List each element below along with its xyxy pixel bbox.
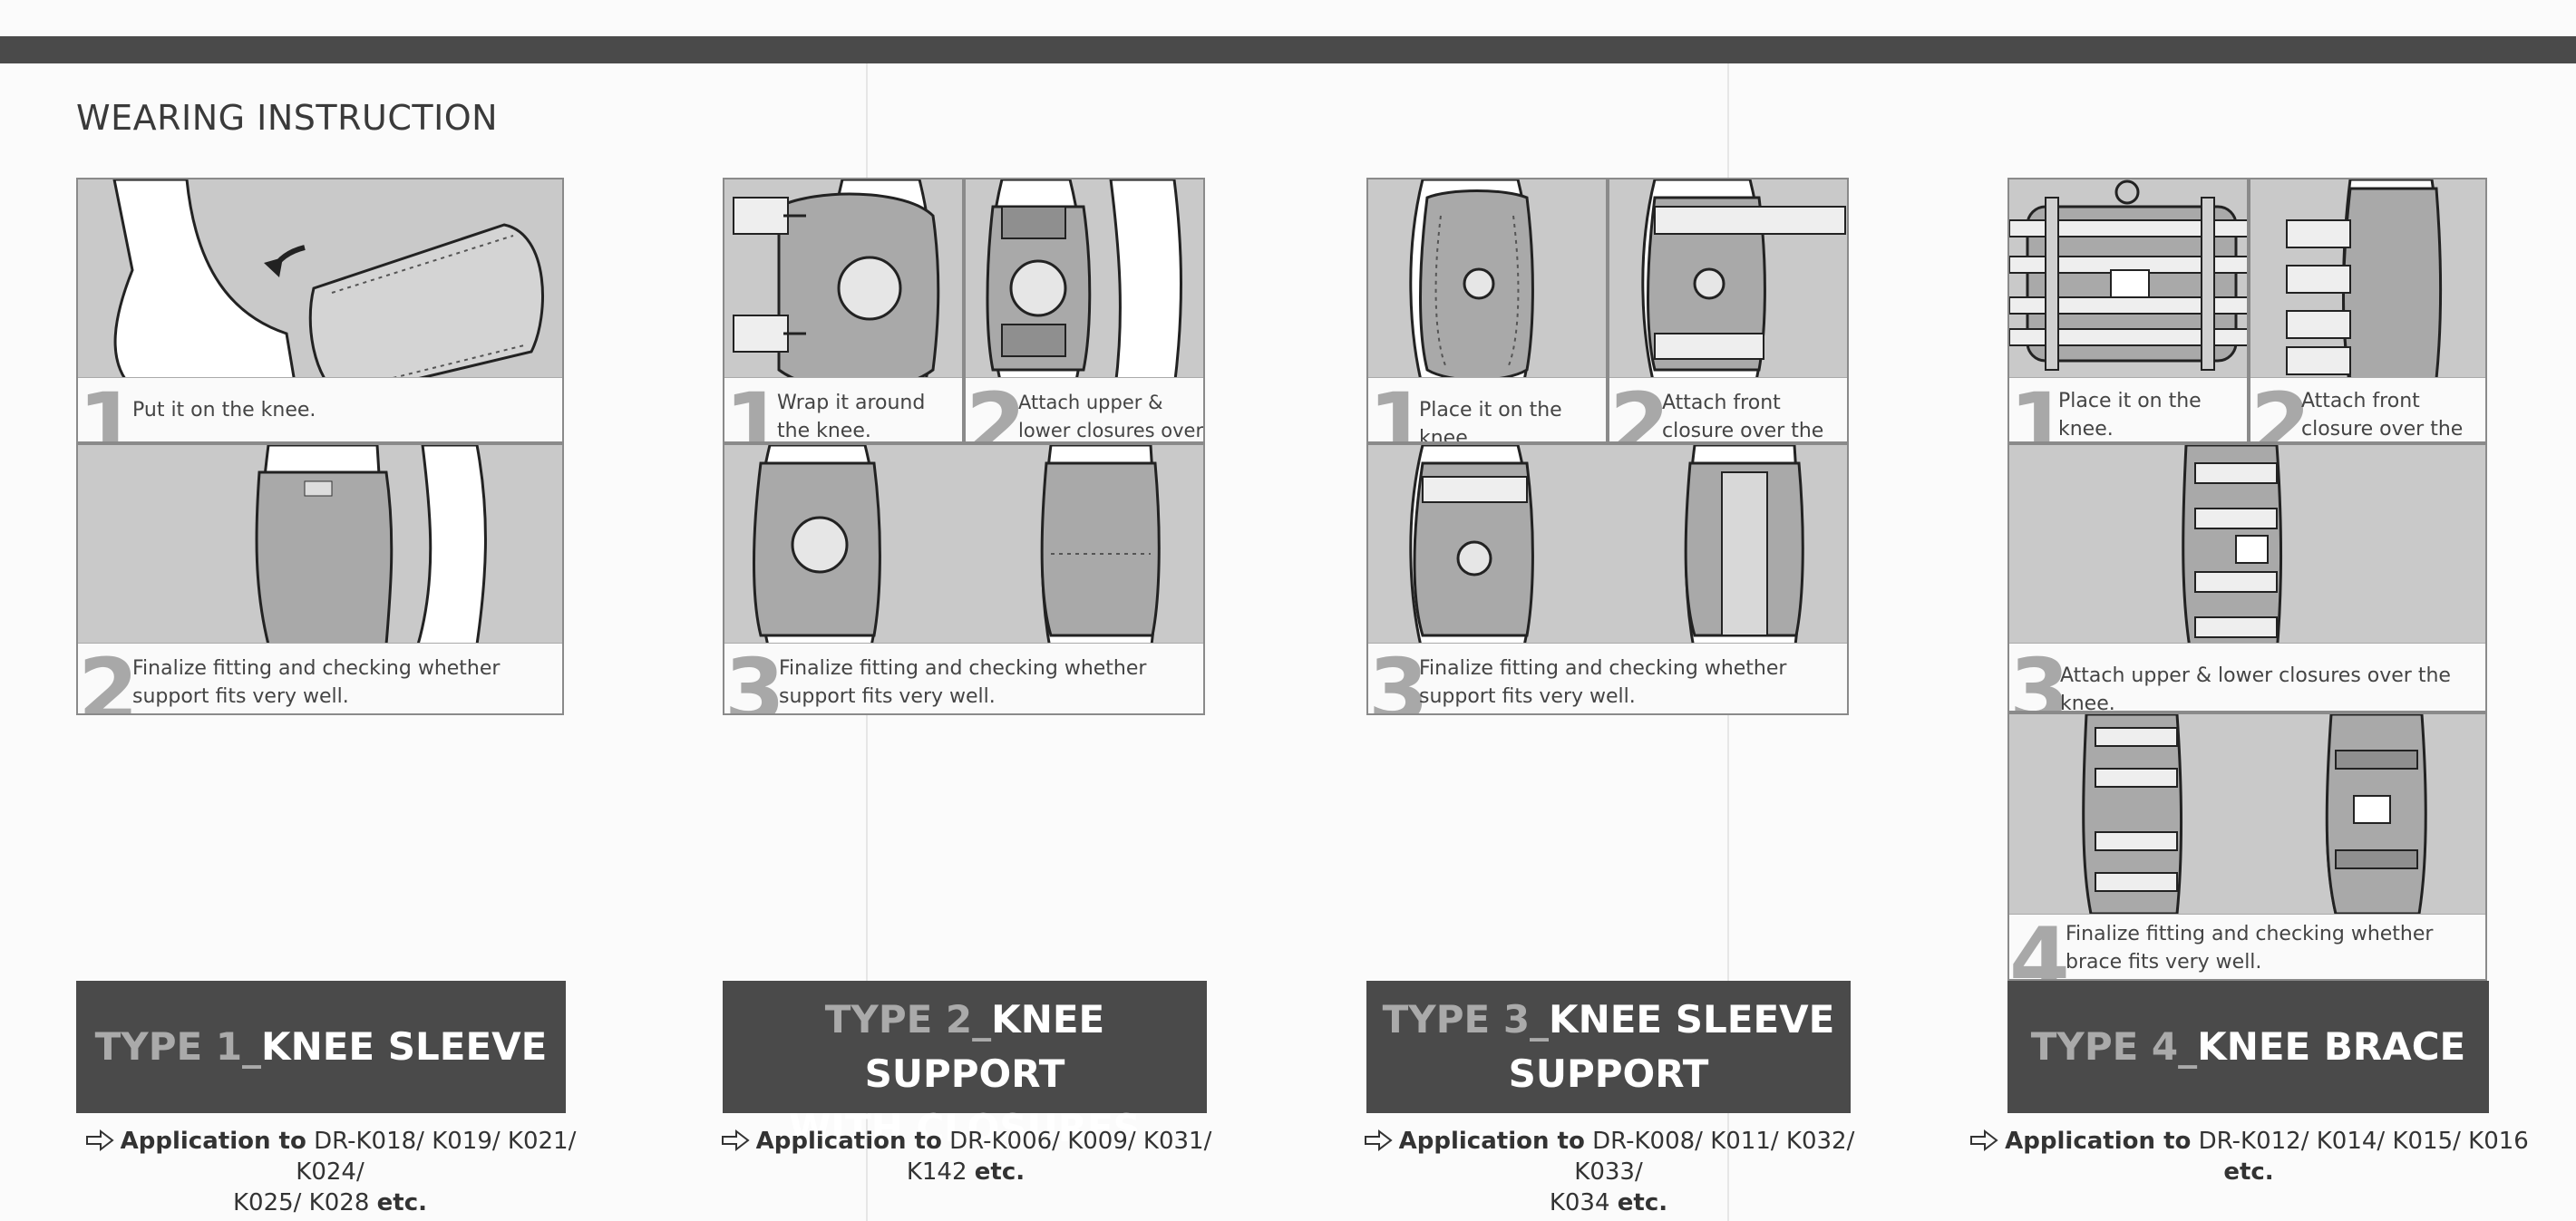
- application-label: Application to: [120, 1128, 306, 1155]
- step-caption: 1 Wrap it around the knee.: [724, 374, 962, 443]
- type-name-line2: SUPPORT: [1508, 1051, 1709, 1096]
- step-number: 1: [1368, 374, 1429, 443]
- brace-front-illustration: [2286, 179, 2443, 390]
- model-list: DR-K008/ K011/ K032/ K033/: [1574, 1128, 1855, 1186]
- type2-application: Application to DR-K006/ K009/ K031/ K142…: [698, 1126, 1233, 1187]
- type4-step3-panel: 3 Attach upper & lower closures over the…: [2007, 443, 2487, 712]
- type3-step3-panel: 3 Finalize fitting and checking whether …: [1366, 443, 1849, 715]
- type-prefix: TYPE 4_: [2030, 1024, 2198, 1069]
- step-caption: 2 Attach front closure over the knee.: [1609, 374, 1847, 443]
- step-number: 2: [2250, 374, 2311, 443]
- step-number: 2: [1609, 374, 1670, 443]
- type-name-line2: WITH CLOSURES: [789, 1106, 1141, 1150]
- application-label: Application to: [755, 1128, 942, 1155]
- type2-step1-panel: 1 Wrap it around the knee.: [723, 178, 964, 443]
- step-text: Put it on the knee.: [132, 399, 316, 422]
- step-caption: 2 Finalize fitting and checking whether …: [78, 640, 562, 715]
- etc-label: etc.: [974, 1158, 1026, 1186]
- etc-label: etc.: [1617, 1189, 1668, 1216]
- step-number: 2: [78, 640, 139, 715]
- arrow-right-outline-icon: [1364, 1129, 1393, 1152]
- model-list-cont: K034: [1549, 1189, 1610, 1216]
- type4-banner: TYPE 4_KNEE BRACE: [2007, 981, 2489, 1113]
- step-caption: 3 Attach upper & lower closures over the…: [2009, 640, 2485, 712]
- etc-label: etc.: [2223, 1158, 2274, 1186]
- step-text: Finalize fitting and checking whether su…: [1419, 657, 1787, 708]
- step-text: Attach front closure over the knee.: [2301, 390, 2464, 441]
- type1-banner: TYPE 1_KNEE SLEEVE: [76, 981, 566, 1113]
- brace-open-illustration: [2009, 179, 2247, 371]
- step-text: Wrap it around the knee.: [777, 392, 926, 442]
- type-name: KNEE SLEEVE: [261, 1024, 548, 1069]
- application-label: Application to: [1398, 1128, 1585, 1155]
- type1-application: Application to DR-K018/ K019/ K021/ K024…: [76, 1126, 584, 1218]
- top-bar: [0, 36, 2576, 63]
- step-number: 3: [1368, 640, 1429, 715]
- type4-step1-panel: 1 Place it on the knee.: [2007, 178, 2249, 443]
- arrow-right-outline-icon: [721, 1129, 750, 1152]
- type-name: KNEE BRACE: [2197, 1024, 2466, 1069]
- step-number: 1: [78, 374, 139, 443]
- type2-step2-panel: 2 Attach upper & lower closures over the…: [964, 178, 1205, 443]
- step-caption: 1 Place it on the knee.: [2009, 374, 2247, 443]
- knee-sleeve-illustration: [255, 445, 487, 646]
- model-list: DR-K018/ K019/ K021/ K024/: [296, 1128, 577, 1186]
- type3-application: Application to DR-K008/ K011/ K032/ K033…: [1355, 1126, 1862, 1218]
- arrow-right-outline-icon: [85, 1129, 114, 1152]
- step-caption: 1 Put it on the knee.: [78, 374, 562, 443]
- type4-step2-panel: 2 Attach front closure over the knee.: [2249, 178, 2487, 443]
- arrow-right-outline-icon: [1970, 1129, 1998, 1152]
- type-prefix: TYPE 3_: [1382, 997, 1550, 1042]
- step-number: 3: [724, 640, 785, 715]
- etc-label: etc.: [376, 1189, 427, 1216]
- brace-final-illustration: [2082, 714, 2427, 916]
- brace-closures-illustration: [2182, 445, 2283, 655]
- step-number: 4: [2009, 909, 2070, 981]
- type1-step2-panel: 2 Finalize fitting and checking whether …: [76, 443, 564, 715]
- step-caption: 4 Finalize fitting and checking whether …: [2009, 909, 2485, 981]
- step-number: 2: [966, 374, 1026, 443]
- type3-step1-panel: 1 Place it on the knee.: [1366, 178, 1608, 443]
- type4-application: Application to DR-K012/ K014/ K015/ K016…: [1968, 1126, 2530, 1187]
- type-prefix: TYPE 2_: [824, 997, 992, 1042]
- step-caption: 2 Attach upper & lower closures over the…: [966, 374, 1204, 443]
- step-text: Attach upper & lower closures over the k…: [2060, 664, 2451, 712]
- type3-banner: TYPE 3_KNEE SLEEVE SUPPORT: [1366, 981, 1851, 1113]
- step-caption: 3 Finalize fitting and checking whether …: [724, 640, 1203, 715]
- model-list: DR-K006/ K009/ K031/ K142: [906, 1128, 1212, 1186]
- front-closure-illustration: [1641, 179, 1846, 390]
- step-caption: 3 Finalize fitting and checking whether …: [1368, 640, 1847, 715]
- step-number: 1: [724, 374, 785, 443]
- step-caption: 2 Attach front closure over the knee.: [2250, 374, 2485, 443]
- step-text: Place it on the knee.: [1419, 399, 1562, 443]
- type-prefix: TYPE 1_: [94, 1024, 262, 1069]
- page-title: WEARING INSTRUCTION: [76, 98, 499, 138]
- type3-step2-panel: 2 Attach front closure over the knee.: [1608, 178, 1849, 443]
- type1-step1-panel: 1 Put it on the knee.: [76, 178, 564, 443]
- step-text: Finalize fitting and checking whether su…: [132, 657, 501, 708]
- step-text: Finalize fitting and checking whether br…: [2066, 923, 2434, 974]
- closures-illustration: [986, 179, 1182, 390]
- type2-banner: TYPE 2_KNEE SUPPORT WITH CLOSURES: [723, 981, 1207, 1150]
- type-name: KNEE SUPPORT: [864, 997, 1105, 1096]
- type2-step3-panel: 3 Finalize fitting and checking whether …: [723, 443, 1205, 715]
- step-number: 1: [2009, 374, 2070, 443]
- foot-sleeve-illustration: [112, 179, 544, 399]
- model-list: DR-K012/ K014/ K015/ K016: [2198, 1128, 2529, 1155]
- step-text: Place it on the knee.: [2058, 390, 2202, 441]
- step-text: Finalize fitting and checking whether su…: [779, 657, 1147, 708]
- step-number: 3: [2009, 640, 2070, 712]
- sleeve-support-illustration: [1409, 179, 1534, 390]
- step-text: Attach front closure over the knee.: [1662, 392, 1824, 442]
- model-list-cont: K025/ K028: [232, 1189, 370, 1216]
- application-label: Application to: [2005, 1128, 2192, 1155]
- type4-step4-panel: 4 Finalize fitting and checking whether …: [2007, 712, 2487, 981]
- final-fit-illustration: [1409, 445, 1804, 655]
- step-text: Attach upper & lower closures over the k…: [1018, 392, 1204, 441]
- step-caption: 1 Place it on the knee.: [1368, 374, 1606, 443]
- type-name: KNEE SLEEVE: [1549, 997, 1835, 1042]
